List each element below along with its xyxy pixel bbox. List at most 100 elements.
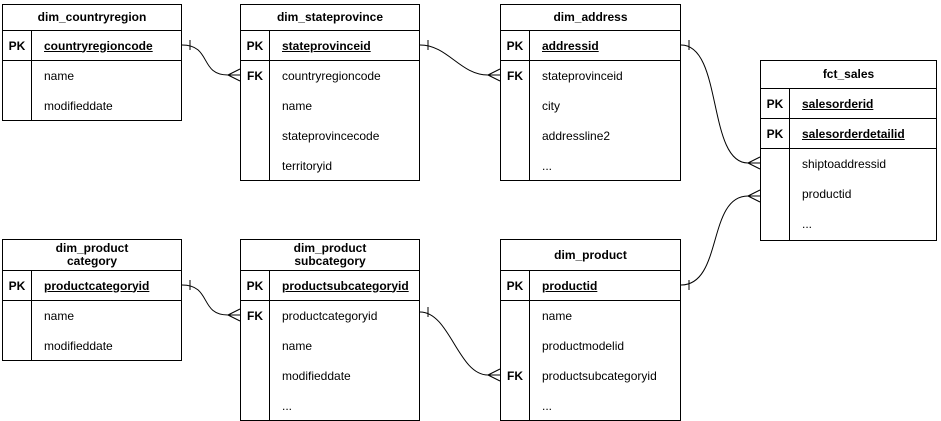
empty-gutter-cell xyxy=(3,331,31,360)
entity-title: dim_address xyxy=(501,5,680,31)
attribute-field: name xyxy=(44,69,75,83)
gutter-column xyxy=(3,61,32,120)
entity-title-line: dim_stateprovince xyxy=(276,10,384,24)
entity-title: dim_product xyxy=(501,240,680,271)
key-field: productsubcategoryid xyxy=(282,278,409,293)
empty-gutter-cell xyxy=(501,151,529,180)
key-field: countryregioncode xyxy=(44,38,153,53)
attribute-field: modifieddate xyxy=(44,339,113,353)
gutter-column: FK xyxy=(501,301,530,420)
fields-column: name modifieddate xyxy=(32,61,181,120)
attribute-field: shiptoaddressid xyxy=(802,157,887,171)
attribute-field: productsubcategoryid xyxy=(542,369,657,383)
key-field: salesorderdetailid xyxy=(802,126,905,141)
key-label: PK xyxy=(761,89,790,118)
empty-gutter-cell xyxy=(761,179,789,209)
attribute-field: productmodelid xyxy=(542,339,625,353)
entity-title-line: category xyxy=(66,254,118,268)
gutter-column: FK xyxy=(501,61,530,180)
empty-gutter-cell xyxy=(501,91,529,121)
entity-title: fct_sales xyxy=(761,61,936,89)
connector-address-fctsales xyxy=(680,40,761,170)
key-row: PK salesorderid xyxy=(761,89,936,119)
key-field: productcategoryid xyxy=(44,278,150,293)
gutter-column xyxy=(3,301,32,360)
entity-title-line: dim_countryregion xyxy=(37,10,147,24)
attribute-field: name xyxy=(282,99,313,113)
attribute-field: ... xyxy=(282,399,293,413)
attribute-field: city xyxy=(542,99,560,113)
key-row: PK salesorderdetailid xyxy=(761,119,936,149)
key-label: PK xyxy=(3,271,32,300)
key-label: PK xyxy=(241,31,270,60)
connector-countryregion-stateprovince xyxy=(181,40,241,82)
key-label: PK xyxy=(501,31,530,60)
gutter-column xyxy=(761,149,790,240)
connector-productcategory-productsubcategory xyxy=(181,280,241,322)
attribute-field: productid xyxy=(802,187,852,201)
empty-gutter-cell xyxy=(501,391,529,420)
attribute-field: productcategoryid xyxy=(282,309,378,323)
empty-gutter-cell xyxy=(3,61,31,91)
entity-title-line: subcategory xyxy=(294,254,366,268)
gutter-column: FK xyxy=(241,61,270,180)
empty-gutter-cell xyxy=(3,301,31,331)
entity-title-line: dim_address xyxy=(553,10,628,24)
connector-productsubcategory-product xyxy=(419,307,501,382)
entity-title-line: dim_product xyxy=(293,241,367,255)
empty-gutter-cell xyxy=(241,121,269,151)
attribute-field: name xyxy=(44,309,75,323)
fk-label: FK xyxy=(247,69,263,83)
entity-title-line: dim_product xyxy=(55,241,129,255)
empty-gutter-cell xyxy=(241,331,269,361)
empty-gutter-cell xyxy=(501,331,529,361)
key-label: PK xyxy=(3,31,32,60)
connector-product-fctsales xyxy=(680,189,761,290)
connector-stateprovince-address xyxy=(419,40,501,82)
key-row: PK addressid xyxy=(501,31,680,61)
attribute-field: stateprovinceid xyxy=(542,69,623,83)
entity-title-line: fct_sales xyxy=(822,67,875,81)
attribute-field: countryregioncode xyxy=(282,69,381,83)
attribute-field: modifieddate xyxy=(44,99,113,113)
attributes-section: name modifieddate xyxy=(3,301,181,360)
empty-gutter-cell xyxy=(761,209,789,239)
attribute-field: ... xyxy=(542,399,553,413)
key-row: PK productsubcategoryid xyxy=(241,271,419,301)
key-field: addressid xyxy=(542,38,599,53)
empty-gutter-cell xyxy=(241,151,269,180)
empty-gutter-cell xyxy=(241,91,269,121)
key-row: PK productcategoryid xyxy=(3,271,181,301)
empty-gutter-cell xyxy=(3,91,31,120)
empty-gutter-cell xyxy=(761,149,789,179)
empty-gutter-cell xyxy=(501,301,529,331)
attributes-section: name modifieddate xyxy=(3,61,181,120)
key-field: salesorderid xyxy=(802,96,874,111)
key-label: PK xyxy=(761,119,790,148)
gutter-column: FK xyxy=(241,301,270,420)
attribute-field: ... xyxy=(542,159,553,173)
fk-label: FK xyxy=(247,309,263,323)
key-label: PK xyxy=(501,271,530,300)
empty-gutter-cell xyxy=(241,391,269,420)
key-label: PK xyxy=(241,271,270,300)
